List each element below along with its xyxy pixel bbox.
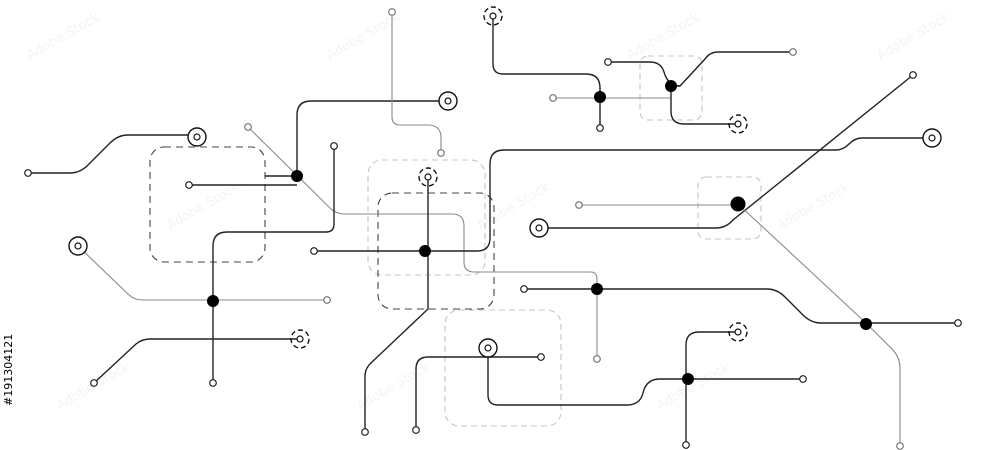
terminal-pad	[575, 201, 583, 209]
junction-node	[291, 170, 303, 182]
terminal-pad	[412, 426, 420, 434]
terminal-pad	[185, 181, 193, 189]
trace	[670, 86, 738, 125]
trace	[425, 137, 932, 252]
component-box	[367, 159, 486, 276]
terminal-pad	[604, 58, 612, 66]
junction-node	[860, 318, 872, 330]
junction-node	[594, 91, 606, 103]
terminal-pad	[437, 149, 445, 157]
terminal-pad	[596, 124, 604, 132]
junction-node	[730, 196, 746, 212]
trace	[539, 74, 914, 229]
terminal-pad	[24, 169, 32, 177]
terminal-pad	[323, 296, 331, 304]
dashed-ring-terminal	[418, 167, 438, 187]
terminal-pad	[789, 48, 797, 56]
dashed-ring-terminal	[290, 329, 310, 349]
trace	[737, 203, 901, 446]
terminal-pad	[361, 428, 369, 436]
circuit-traces	[28, 12, 958, 446]
terminal-pad	[909, 71, 917, 79]
terminal-pad	[682, 441, 690, 449]
watermark-text: Adobe Stock	[165, 180, 243, 234]
trace	[415, 356, 541, 430]
trace	[212, 146, 335, 383]
terminal-pad	[896, 442, 904, 450]
terminal-pad	[549, 94, 557, 102]
junction-node	[665, 80, 677, 92]
terminal-pad	[310, 247, 318, 255]
terminal-pad	[244, 123, 252, 131]
component-outlines	[149, 55, 762, 427]
watermark-text: Adobe Stock	[775, 180, 853, 234]
junction-node	[419, 245, 431, 257]
junction-node	[591, 283, 603, 295]
trace	[296, 100, 448, 176]
junction-node	[207, 295, 219, 307]
trace	[685, 331, 738, 445]
trace	[247, 126, 598, 359]
watermark-text: Adobe Stock	[25, 10, 103, 64]
ring-terminals	[68, 91, 942, 358]
terminal-pad	[330, 142, 338, 150]
junction-nodes	[207, 80, 872, 385]
dashed-ring-terminal	[483, 6, 503, 26]
dashed-ring-terminals	[290, 6, 748, 349]
terminal-pad	[209, 379, 217, 387]
ring-terminal	[922, 128, 942, 148]
trace	[77, 245, 327, 301]
trace	[492, 16, 601, 128]
watermark-text: Adobe Stock	[655, 360, 733, 414]
trace	[524, 288, 958, 324]
trace	[487, 348, 803, 406]
junction-node	[682, 373, 694, 385]
component-box	[639, 55, 703, 121]
trace	[93, 338, 300, 384]
ring-terminal	[68, 236, 88, 256]
terminal-pad	[388, 8, 396, 16]
watermark-text: Adobe Stock	[325, 10, 403, 64]
terminal-pad	[799, 375, 807, 383]
dashed-ring-terminal	[728, 322, 748, 342]
terminal-pad	[537, 353, 545, 361]
component-box	[444, 309, 562, 427]
terminal-pad	[593, 355, 601, 363]
terminal-pads	[24, 8, 962, 450]
stock-id-label: #191304121	[2, 334, 15, 406]
trace	[364, 177, 429, 432]
terminal-pad	[954, 319, 962, 327]
dashed-ring-terminal	[728, 114, 748, 134]
ring-terminal	[529, 218, 549, 238]
watermark-text: Adobe Stock	[875, 10, 953, 64]
ring-terminal	[187, 127, 207, 147]
ring-terminal	[438, 91, 458, 111]
ring-terminal	[478, 338, 498, 358]
watermark-text: Adobe Stock	[355, 360, 433, 414]
trace	[28, 134, 197, 174]
terminal-pad	[520, 285, 528, 293]
watermark-text: Adobe Stock	[625, 10, 703, 64]
terminal-pad	[90, 379, 98, 387]
component-box	[697, 176, 762, 240]
trace	[391, 12, 442, 153]
